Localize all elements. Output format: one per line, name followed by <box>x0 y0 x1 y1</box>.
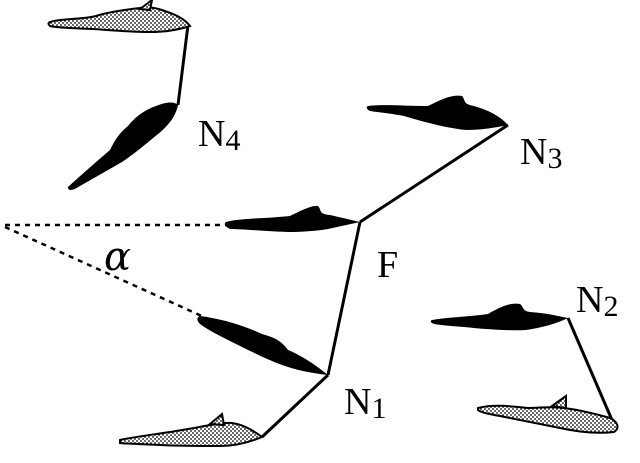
angle-ray-oblique <box>4 225 216 324</box>
fish-stippled-top <box>47 6 192 34</box>
label-n1: N1 <box>344 381 386 425</box>
fish-stippled-bottom-left-fin <box>207 412 226 427</box>
fish-focal <box>224 205 360 232</box>
fish-n3 <box>366 95 508 130</box>
fish-n1 <box>197 316 328 375</box>
fish-stippled-bottom-left <box>119 421 265 448</box>
fish-n4 <box>68 102 178 190</box>
link-n2-fish-bottom <box>566 317 614 421</box>
label-f: F <box>377 244 398 286</box>
label-n3: N3 <box>520 131 562 175</box>
label-angle-alpha: α <box>104 234 131 280</box>
link-f-n1 <box>326 221 362 376</box>
label-n2: N2 <box>576 279 618 323</box>
fish-n2 <box>430 303 568 331</box>
fish-stippled-top-fin <box>137 0 154 12</box>
fish-stippled-bottom-right <box>477 404 619 434</box>
link-n1-fish-bottom <box>260 373 330 439</box>
fish-stippled-bottom-right-fin <box>549 394 567 410</box>
link-f-n3 <box>359 123 509 224</box>
label-n4: N4 <box>198 113 240 157</box>
link-n4-fish-top <box>176 24 190 106</box>
